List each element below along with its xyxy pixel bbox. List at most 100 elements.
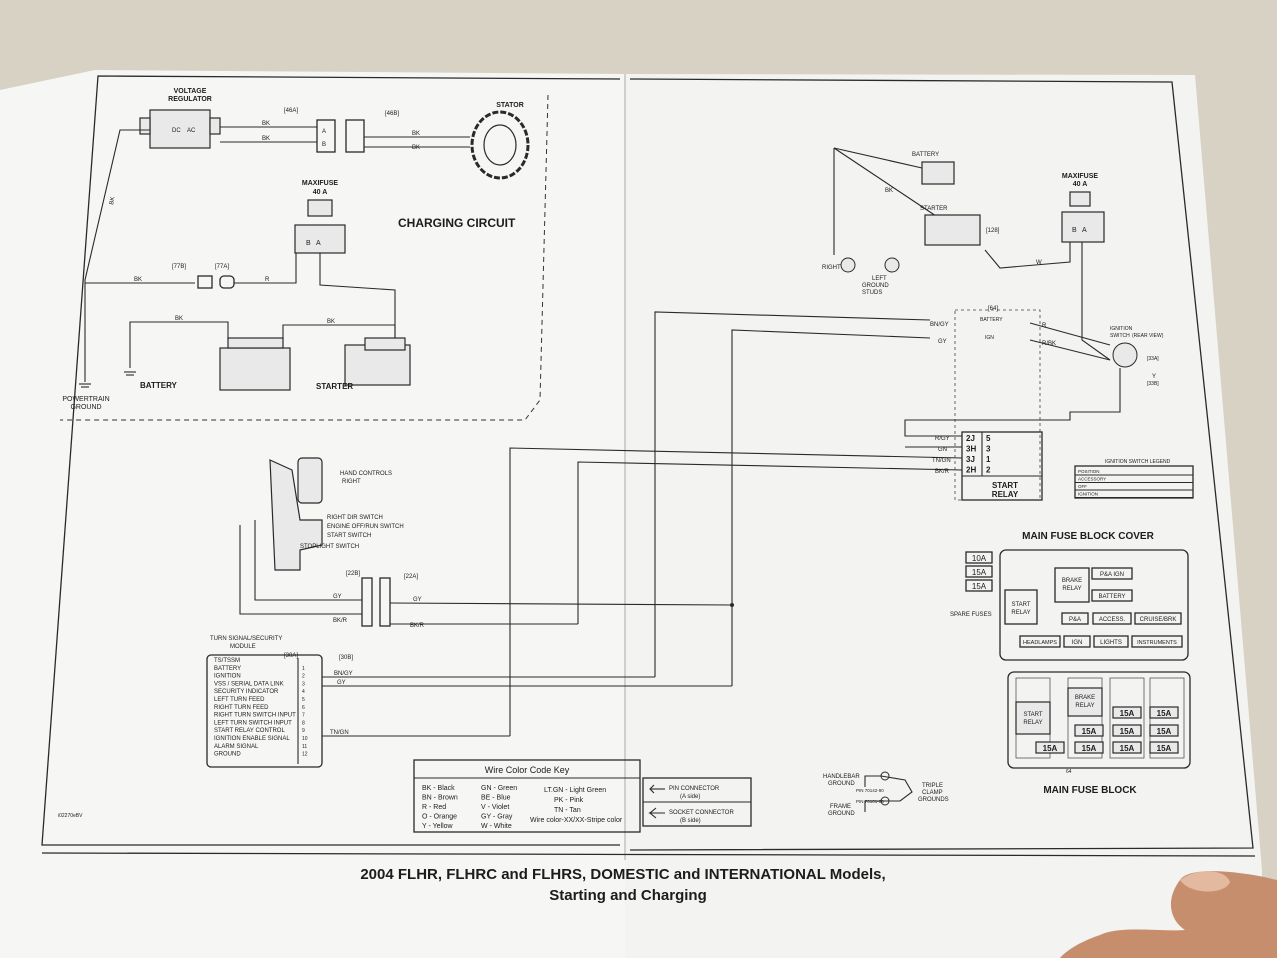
wire-label-bk-7: BK xyxy=(327,319,335,325)
wire-key-entry: V - Violet xyxy=(481,804,509,811)
wire-fuse-rbk xyxy=(1029,339,1111,361)
connector-22a: [22A] xyxy=(404,574,418,580)
wire-maxifuse-ign xyxy=(1081,242,1111,361)
tssm-pin-label: RIGHT TURN FEED xyxy=(214,705,269,711)
wire-key-entry: O - Orange xyxy=(422,814,457,821)
left-ground-label-2: GROUND xyxy=(862,283,889,289)
connector-77b: [77B] xyxy=(172,264,186,270)
cover-headlamps-label: HEADLAMPS xyxy=(1023,640,1057,646)
wire-battery-bk xyxy=(833,147,946,223)
starting-wire-bkr: BK/R xyxy=(935,469,950,475)
wire-r-maxifuse xyxy=(234,253,297,284)
wire-route-bngy xyxy=(654,311,931,677)
triple-clamp-label-2: CLAMP xyxy=(922,790,943,796)
battery-label: BATTERY xyxy=(140,381,178,390)
hand-control-item-0: RIGHT DIR SWITCH xyxy=(327,515,383,521)
stator-inner xyxy=(483,124,517,166)
tssm-pin-label: IGNITION ENABLE SIGNAL xyxy=(214,736,290,742)
fuse-block-fuse-rating: 15A xyxy=(1120,709,1135,718)
wire-key-entry: Y - Yellow xyxy=(422,823,454,830)
cover-battery xyxy=(1091,589,1133,602)
left-border xyxy=(41,75,621,846)
starting-maxifuse-b: B xyxy=(1072,227,1077,234)
connector-22a-body xyxy=(379,577,391,627)
fuse-block-fuse-rating: 15A xyxy=(1157,709,1172,718)
handlebar-ground-label-1: HANDLEBAR xyxy=(823,774,860,780)
wire-ign-relay xyxy=(904,368,1121,437)
wire-key-entry: PK - Pink xyxy=(554,797,584,804)
wire-route-tngn xyxy=(509,447,963,736)
tssm-pin-label: BATTERY xyxy=(214,666,241,672)
fuse-block-brake-relay-2: RELAY xyxy=(1075,703,1094,709)
regulator-tab-right xyxy=(209,117,221,135)
connector-a: A xyxy=(322,129,326,135)
wire-bk-ground xyxy=(84,129,150,382)
tssm-pin-number: 8 xyxy=(302,720,305,726)
connector-77a: [77A] xyxy=(215,264,229,270)
pin-connector-label-2: (A side) xyxy=(680,794,700,800)
wire-label-bk-2: BK xyxy=(262,136,270,142)
starting-battery-label: BATTERY xyxy=(912,152,939,158)
wire-key-entry: GN - Green xyxy=(481,785,517,792)
ign-fuse-label: IGN xyxy=(985,335,994,341)
cover-cruise xyxy=(1134,612,1182,625)
relay-pin-label: 2J xyxy=(966,434,975,443)
relay-pin-number: 1 xyxy=(986,455,991,464)
cover-instruments-label: INSTRUMENTS xyxy=(1137,640,1177,646)
tssm-pin-label: RIGHT TURN SWITCH INPUT xyxy=(214,713,296,719)
starting-maxifuse-amp: 40 A xyxy=(1073,181,1088,188)
tssm-pin-label: START RELAY CONTROL xyxy=(214,728,285,734)
relay-pin-number: 3 xyxy=(986,445,991,454)
cover-brake-relay-2: RELAY xyxy=(1062,586,1081,592)
ignition-switch-label-1: IGNITION xyxy=(1110,326,1133,332)
cover-pa-label: P&A xyxy=(1069,617,1081,623)
cover-ign-label: IGN xyxy=(1072,640,1083,646)
wire-label-bk-3: BK xyxy=(412,131,420,137)
tssm-pin-label: LEFT TURN SWITCH INPUT xyxy=(214,720,292,726)
spare-fuse xyxy=(965,565,993,578)
right-ground-stud xyxy=(840,257,856,273)
fuse-block-fuse-rating: 15A xyxy=(1082,744,1097,753)
fuse-block-fuse xyxy=(1035,741,1065,754)
tssm-title-1: TURN SIGNAL/SECURITY xyxy=(210,636,282,642)
legend-row-label: IGNITION xyxy=(1078,492,1098,497)
fuse-block-fuse xyxy=(1112,706,1142,719)
fuse-block-fuse xyxy=(1112,741,1142,754)
starting-wire-rgy: R/GY xyxy=(935,436,950,442)
wire-key-entry: R - Red xyxy=(422,804,446,811)
fuse-block-fuse xyxy=(1149,741,1179,754)
cover-start-relay-2: RELAY xyxy=(1011,610,1030,616)
wire-hc-gy-right xyxy=(389,602,733,606)
powertrain-ground-label-2: GROUND xyxy=(70,404,101,411)
wire-key-entry: BE - Blue xyxy=(481,795,511,802)
wire-battery-ground xyxy=(129,321,229,368)
wire-label-bk-4: BK xyxy=(412,145,420,151)
handlebar-ground-label-2: GROUND xyxy=(828,781,855,787)
cover-pa xyxy=(1061,612,1089,625)
fuse-block-fuse-rating: 15A xyxy=(1120,727,1135,736)
connector-77a-body xyxy=(219,275,235,289)
charging-circuit-title: CHARGING CIRCUIT xyxy=(398,216,516,230)
fuse-block-slot xyxy=(1067,677,1103,759)
hc-wire-bkr-left: BK/R xyxy=(333,618,348,624)
wire-maxifuse-starter xyxy=(319,253,396,340)
legend-row-label: OFF xyxy=(1078,484,1087,489)
hand-control-item-3: STOPLIGHT SWITCH xyxy=(300,544,359,550)
tssm-pin-number: 11 xyxy=(302,744,307,750)
stator xyxy=(470,110,530,180)
right-page xyxy=(625,74,1262,958)
frame-ground-label-2: GROUND xyxy=(828,811,855,817)
connector-30a: [30A] xyxy=(284,653,298,659)
maxifuse-b: B xyxy=(306,240,311,247)
left-ground-stud xyxy=(884,257,900,273)
fuse-block-slot xyxy=(1109,677,1145,759)
cover-lights-label: LIGHTS xyxy=(1100,640,1122,646)
wire-key-entry: W - White xyxy=(481,823,512,830)
tssm-wire-bngy: BN/GY xyxy=(334,671,353,677)
cover-battery-label: BATTERY xyxy=(1098,594,1125,600)
maxifuse-amp: 40 A xyxy=(313,189,328,196)
spare-fuse-rating: 10A xyxy=(972,554,987,563)
fuse-block-start-relay-1: START xyxy=(1023,712,1042,718)
